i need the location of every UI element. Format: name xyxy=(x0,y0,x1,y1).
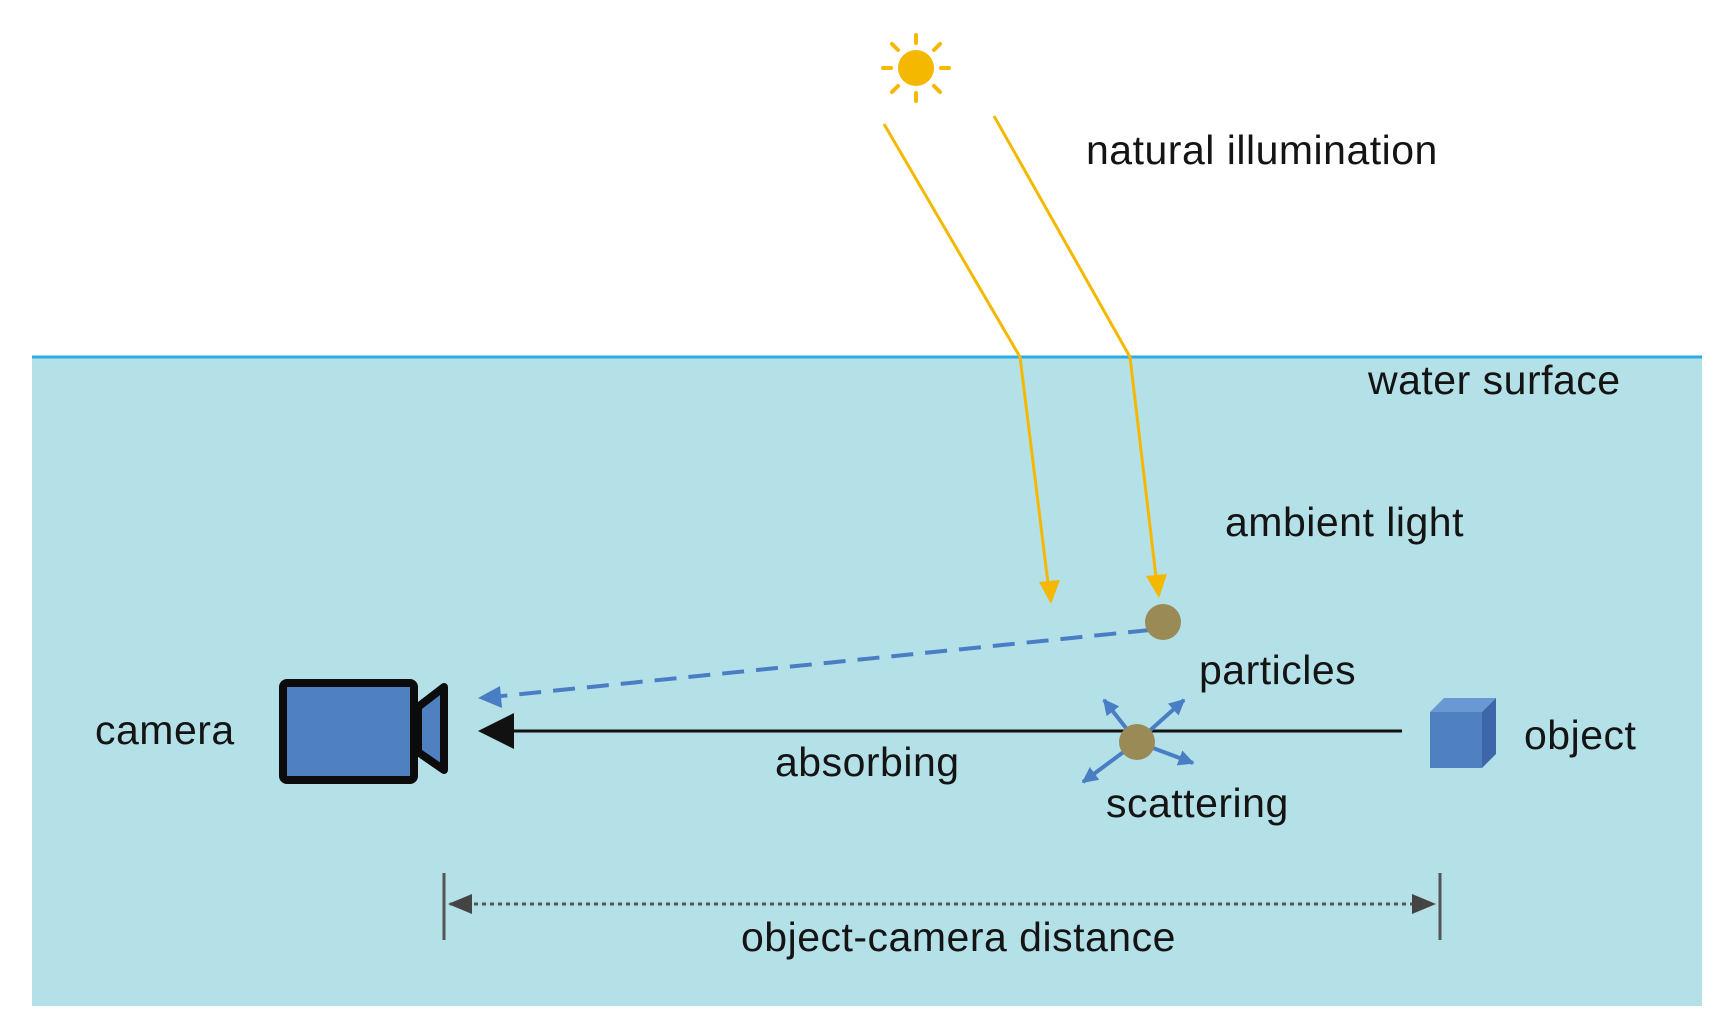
natural-illumination-rays xyxy=(882,115,1167,604)
distance-marker xyxy=(442,873,1442,940)
cube-icon xyxy=(1430,698,1496,768)
sun-ray-right-arrowhead xyxy=(1146,574,1167,598)
particles-label: particles xyxy=(1199,647,1357,693)
natural-illumination-label: natural illumination xyxy=(1086,127,1438,173)
distance-arrowhead-left xyxy=(448,894,472,914)
absorbing-arrowhead xyxy=(478,713,514,749)
sun-icon xyxy=(881,33,951,103)
distance-label: object-camera distance xyxy=(741,914,1176,960)
water-surface-label: water surface xyxy=(1368,357,1621,403)
sun-ray-left-arrowhead xyxy=(1039,580,1060,604)
ambient-light-label: ambient light xyxy=(1225,499,1464,545)
distance-arrowhead-right xyxy=(1412,894,1436,914)
particle-dot xyxy=(1145,604,1181,640)
sun-ray-left xyxy=(882,123,1050,584)
ambient-light-arrowhead xyxy=(478,686,502,708)
ambient-light-path xyxy=(491,628,1151,699)
particle-dot xyxy=(1119,724,1155,760)
object-label: object xyxy=(1524,712,1637,758)
scattering-label: scattering xyxy=(1106,780,1289,826)
camera-label: camera xyxy=(95,707,235,753)
video-camera-icon xyxy=(279,679,448,784)
absorbing-label: absorbing xyxy=(775,739,960,785)
sun-ray-right xyxy=(992,115,1158,578)
